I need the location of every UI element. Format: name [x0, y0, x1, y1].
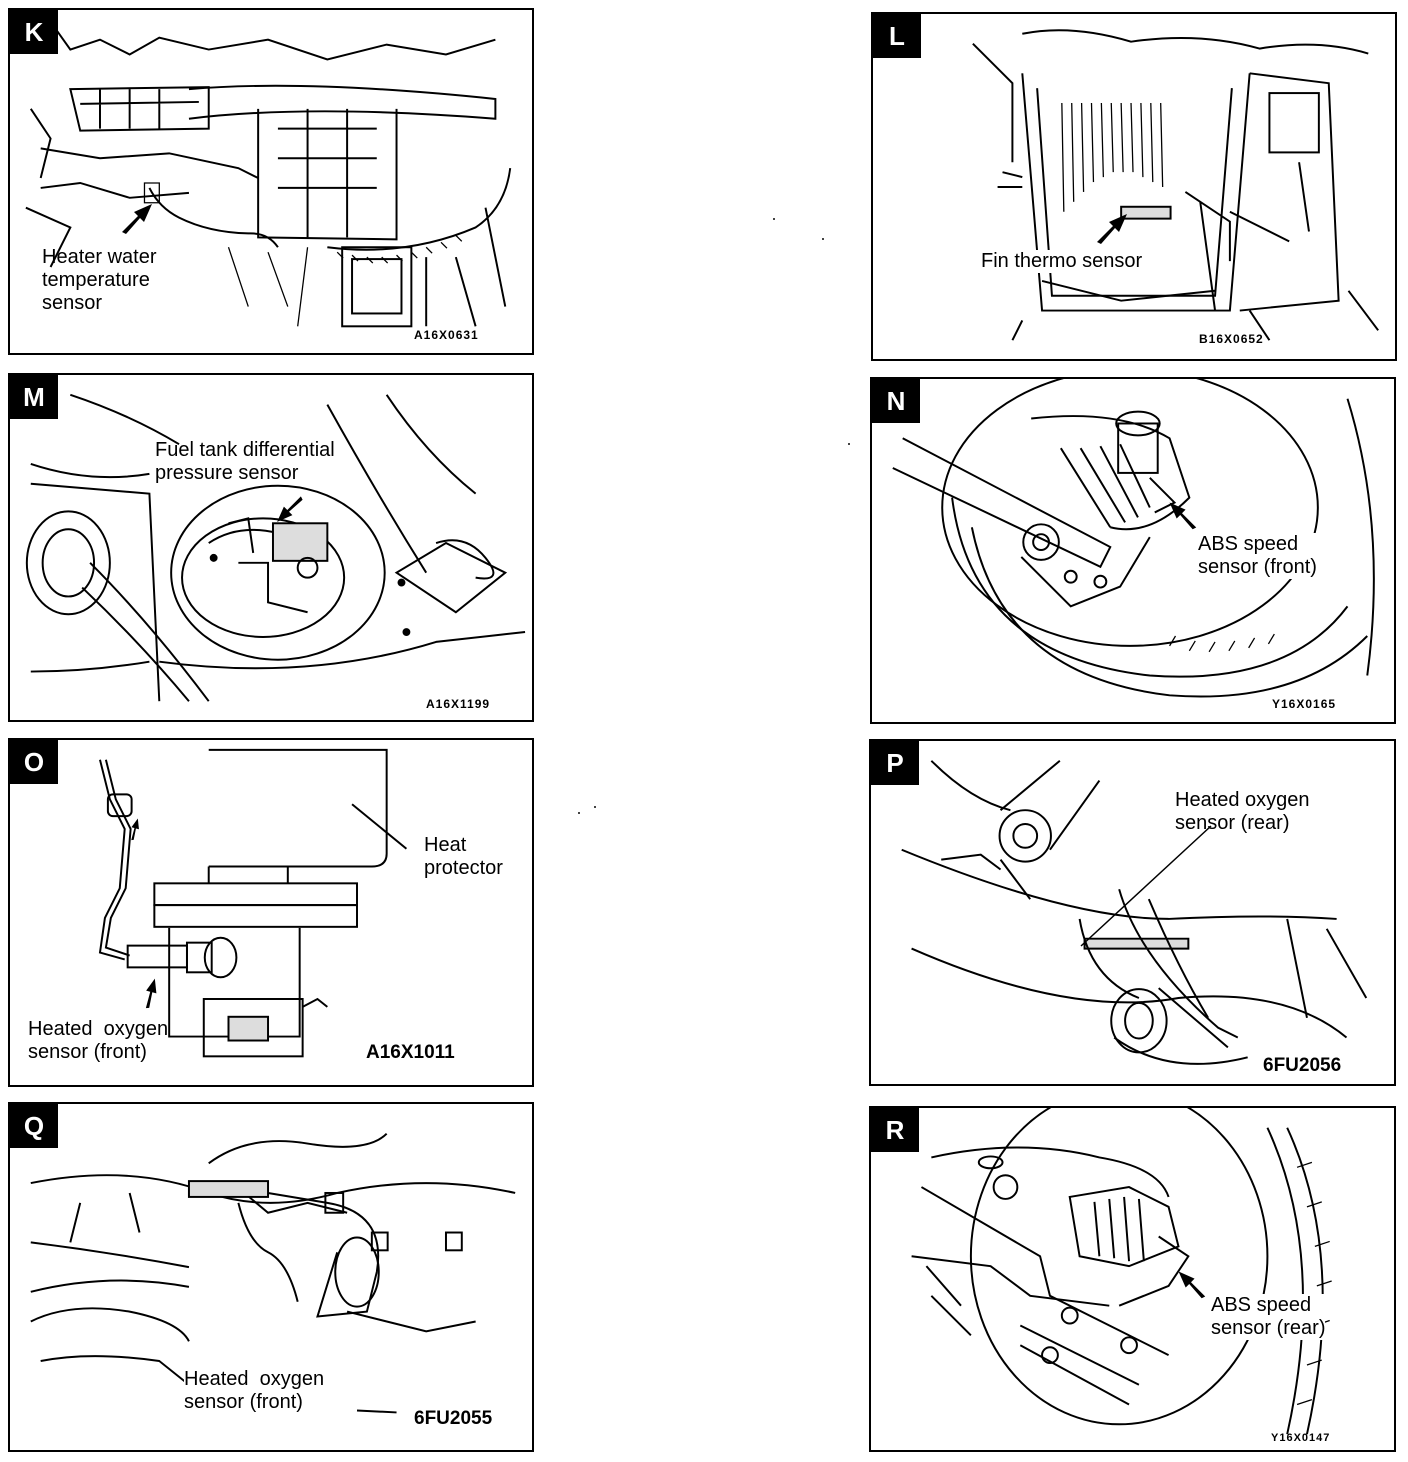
panel-letter: K: [10, 10, 58, 54]
label-leader: [1080, 825, 1212, 947]
sensor-label: Fuel tank differential pressure sensor: [155, 439, 335, 484]
fuel-tank-illustration: [25, 393, 526, 702]
panel-l: L Fin thermo sensor B16X0652: [871, 12, 1397, 361]
scan-speck: [578, 812, 580, 814]
sensor-label: Heated oxygen sensor (rear): [1175, 789, 1310, 834]
panel-letter: Q: [10, 1104, 58, 1148]
sensor-label: Heated oxygen sensor (front): [28, 1018, 169, 1063]
figure-code: A16X0631: [414, 328, 479, 342]
panel-letter: R: [871, 1108, 919, 1152]
arrow-pointer-icon: [1097, 214, 1127, 244]
arrow-pointer-icon: [1169, 502, 1197, 530]
rear-exhaust-illustration: [901, 760, 1368, 1065]
arrow-pointer-icon: [1178, 1271, 1206, 1299]
panel-letter: N: [872, 379, 920, 423]
sensor-label: ABS speed sensor (rear): [1211, 1294, 1326, 1340]
panel-k: K Heater water temperature sensor A16X06…: [8, 8, 534, 355]
panel-m: M Fuel tank differential pressure sensor…: [8, 373, 534, 722]
panel-r: R ABS speed sensor (rear) Y16X0147: [869, 1106, 1396, 1452]
hvac-unit-illustration: [972, 29, 1379, 341]
figure-code: Y16X0165: [1272, 697, 1337, 711]
figure-code: A16X1011: [366, 1042, 455, 1063]
figure-code: 6FU2056: [1263, 1055, 1342, 1076]
panel-letter: M: [10, 375, 58, 419]
arrow-pointer-icon: [122, 204, 152, 234]
sensor-label: Fin thermo sensor: [981, 250, 1143, 273]
front-wheel-illustration: [892, 379, 1375, 698]
panel-letter: P: [871, 741, 919, 785]
panel-letter: L: [873, 14, 921, 58]
panel-letter: O: [10, 740, 58, 784]
engine-illustration: [25, 21, 512, 328]
rear-wheel-illustration: [911, 1108, 1332, 1435]
arrow-pointer-icon: [145, 978, 157, 1009]
panel-n: N ABS speed sensor (front) Y16X0165: [870, 377, 1396, 724]
scan-speck: [594, 806, 596, 808]
exhaust-manifold-illustration: [98, 748, 408, 1058]
figure-code: 6FU2055: [414, 1408, 493, 1429]
panel-p: P Heated oxygen sensor (rear) 6FU2056: [869, 739, 1396, 1086]
sensor-label: ABS speed sensor (front): [1198, 533, 1317, 579]
panel-o: O Heat protector Heated oxygen sensor (f…: [8, 738, 534, 1087]
scan-speck: [773, 218, 775, 220]
sensor-label: Heater water temperature sensor: [42, 246, 157, 314]
arrow-pointer-icon: [131, 818, 139, 841]
figure-code: B16X0652: [1199, 332, 1264, 346]
scan-speck: [848, 443, 850, 445]
heat-protector-label: Heat protector: [424, 834, 503, 879]
panel-q: Q Heate: [8, 1102, 534, 1452]
figure-code: A16X1199: [426, 697, 491, 711]
sensor-label: Heated oxygen sensor (front): [184, 1368, 325, 1414]
scan-speck: [822, 238, 824, 240]
front-exhaust-illustration: [30, 1132, 516, 1414]
figure-code: Y16X0147: [1271, 1432, 1331, 1444]
arrow-pointer-icon: [277, 496, 303, 522]
